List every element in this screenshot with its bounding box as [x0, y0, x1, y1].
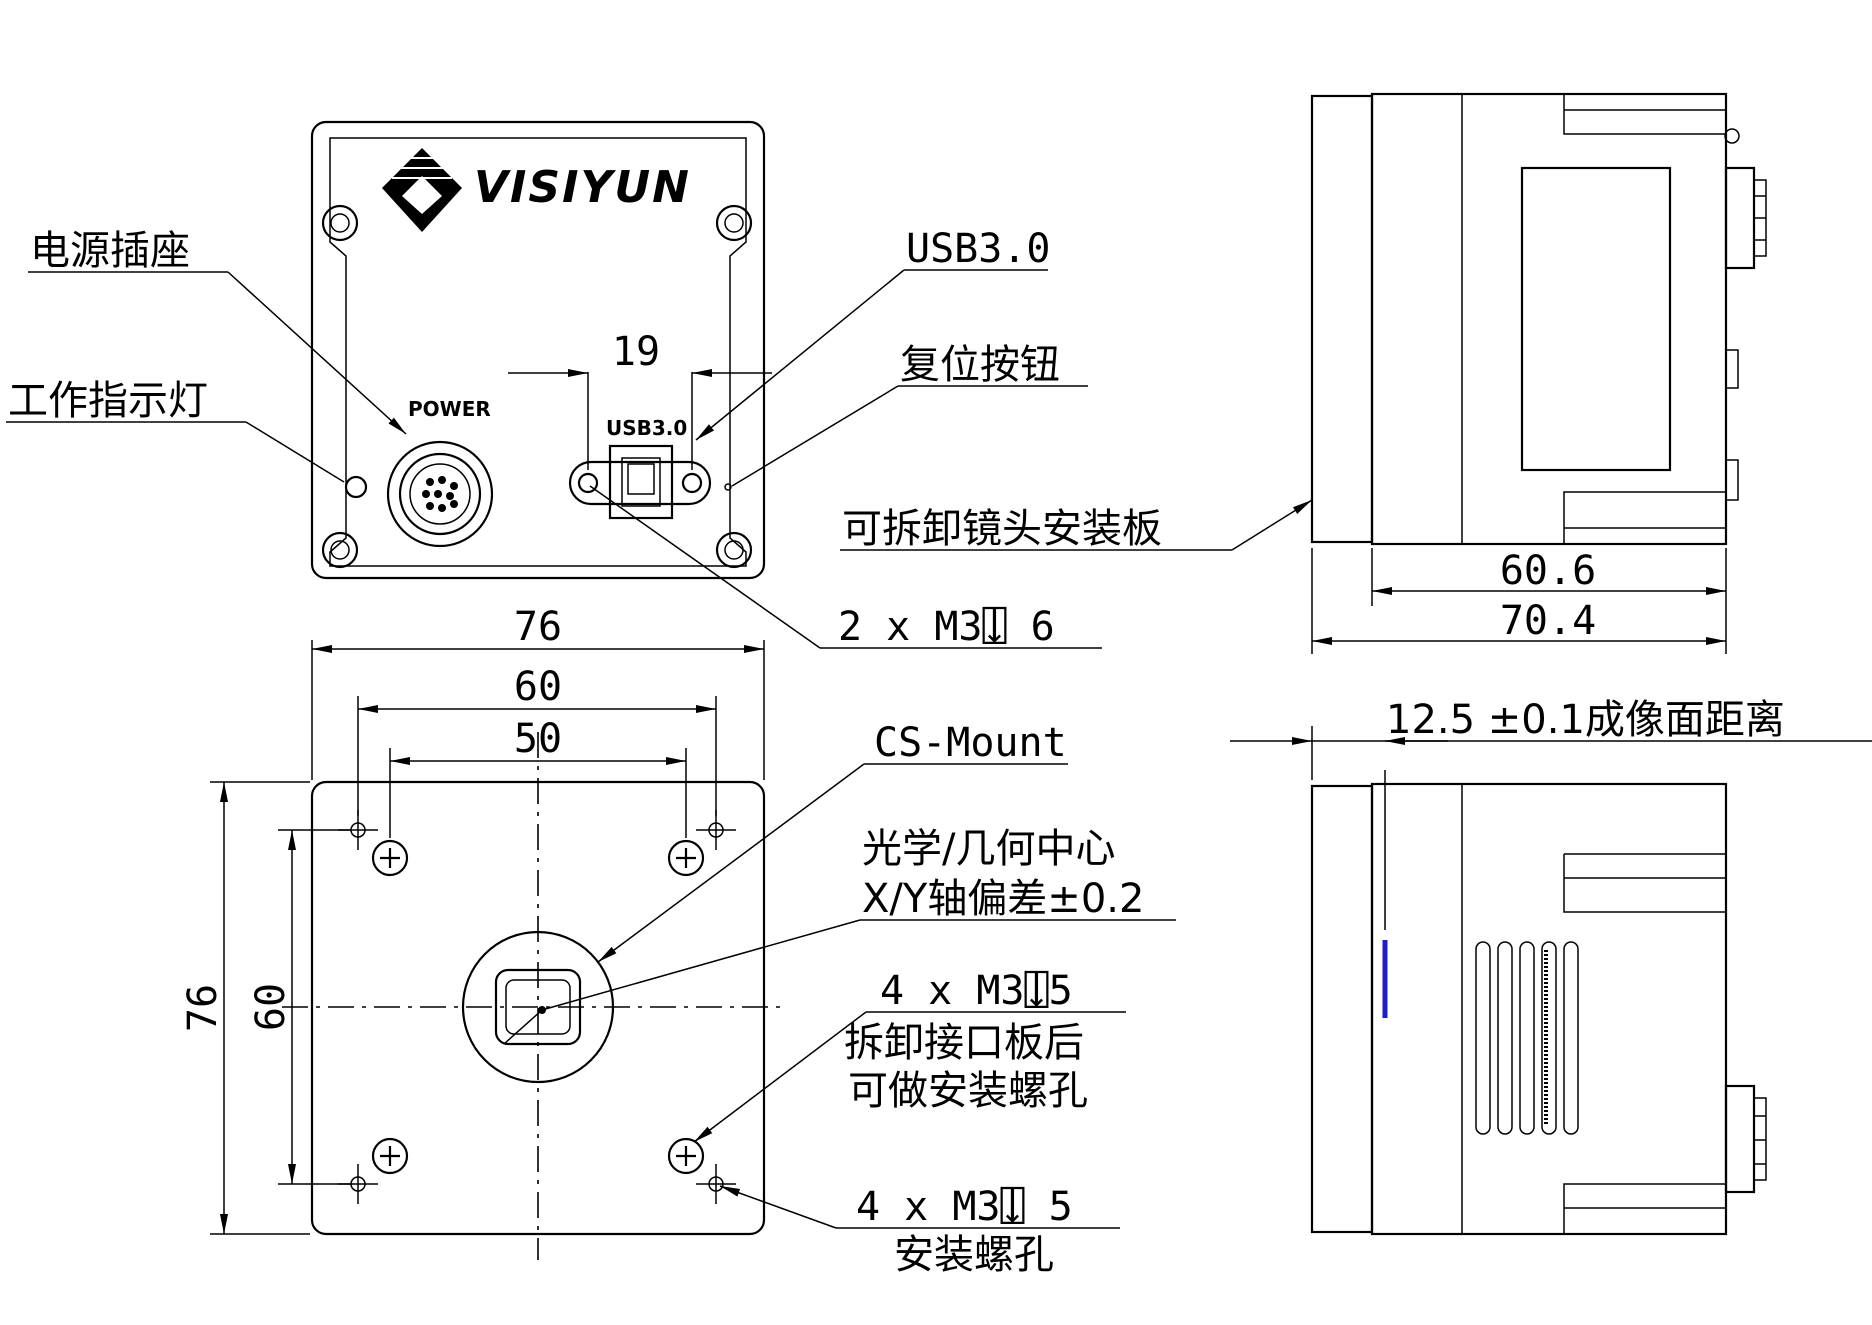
- callout-mount-holes-desc: 安装螺孔: [894, 1232, 1054, 1278]
- side-view-top: 可拆卸镜头安装板 60.6 70.4: [840, 92, 1767, 654]
- cs-mount-icon: [461, 930, 615, 1084]
- usb-port-icon: [568, 444, 712, 520]
- front-view: 76 60 50 76 60 CS-Mount 光学/几何中心 X/Y轴偏差±0…: [180, 604, 1176, 1278]
- callout-flange-distance: 12.5 ±0.1成像面距离: [1386, 697, 1785, 743]
- callout-status-led: 工作指示灯: [8, 378, 208, 424]
- power-connector-icon: [386, 440, 494, 548]
- corner-screw-icon: [321, 204, 359, 242]
- callout-reset-button: 复位按钮: [900, 342, 1060, 388]
- vent-slots-icon: [1475, 941, 1579, 1135]
- mount-hole-icon: [696, 810, 736, 850]
- plate-screw-icon: [667, 1137, 705, 1175]
- dim-side-body: 60.6: [1500, 548, 1596, 594]
- side-connector-icon: [1724, 166, 1767, 270]
- plate-screw-icon: [371, 839, 409, 877]
- dim-usb-pitch: 19: [612, 329, 660, 375]
- dim-side-total: 70.4: [1500, 598, 1596, 644]
- rear-view: VISIYUN POWER USB3.0 19: [6, 120, 1102, 650]
- plate-screw-icon: [371, 1137, 409, 1175]
- side-view-bottom: 12.5 ±0.1成像面距离: [1230, 697, 1872, 1236]
- callout-center-line1: 光学/几何中心: [862, 826, 1115, 872]
- callout-center-line2: X/Y轴偏差±0.2: [862, 876, 1144, 922]
- dim-width-total: 76: [514, 604, 562, 650]
- callout-plate-holes-line1: 拆卸接口板后: [844, 1020, 1084, 1066]
- callout-mount-holes-spec: 4 x M3⍗ 5: [856, 1184, 1073, 1230]
- plate-screw-icon: [667, 839, 705, 877]
- dim-width-holes: 60: [514, 664, 562, 710]
- dim-height-total: 76: [180, 984, 226, 1032]
- corner-screw-icon: [321, 531, 359, 569]
- callout-power-socket: 电源插座: [30, 228, 190, 274]
- corner-screw-icon: [715, 204, 753, 242]
- callout-cs-mount: CS-Mount: [874, 720, 1067, 766]
- corner-screw-icon: [715, 531, 753, 569]
- callout-usb: USB3.0: [906, 226, 1051, 272]
- callout-m3-rear: 2 x M3⍗ 6: [838, 604, 1055, 650]
- status-led-icon: [344, 475, 368, 499]
- callout-lens-plate: 可拆卸镜头安装板: [842, 506, 1162, 552]
- callout-plate-holes-spec: 4 x M3⍗5: [880, 968, 1073, 1014]
- usb-mark: USB3.0: [606, 416, 687, 440]
- mount-hole-icon: [696, 1164, 736, 1204]
- logo-icon: [382, 148, 462, 232]
- brand-logo-text: VISIYUN: [474, 162, 691, 213]
- dim-height-holes: 60: [248, 983, 294, 1031]
- side-connector-icon: [1724, 1084, 1767, 1194]
- dim-width-screws: 50: [514, 716, 562, 762]
- reset-button-icon: [724, 483, 732, 491]
- callout-plate-holes-line2: 可做安装螺孔: [848, 1068, 1088, 1114]
- power-mark: POWER: [408, 397, 491, 421]
